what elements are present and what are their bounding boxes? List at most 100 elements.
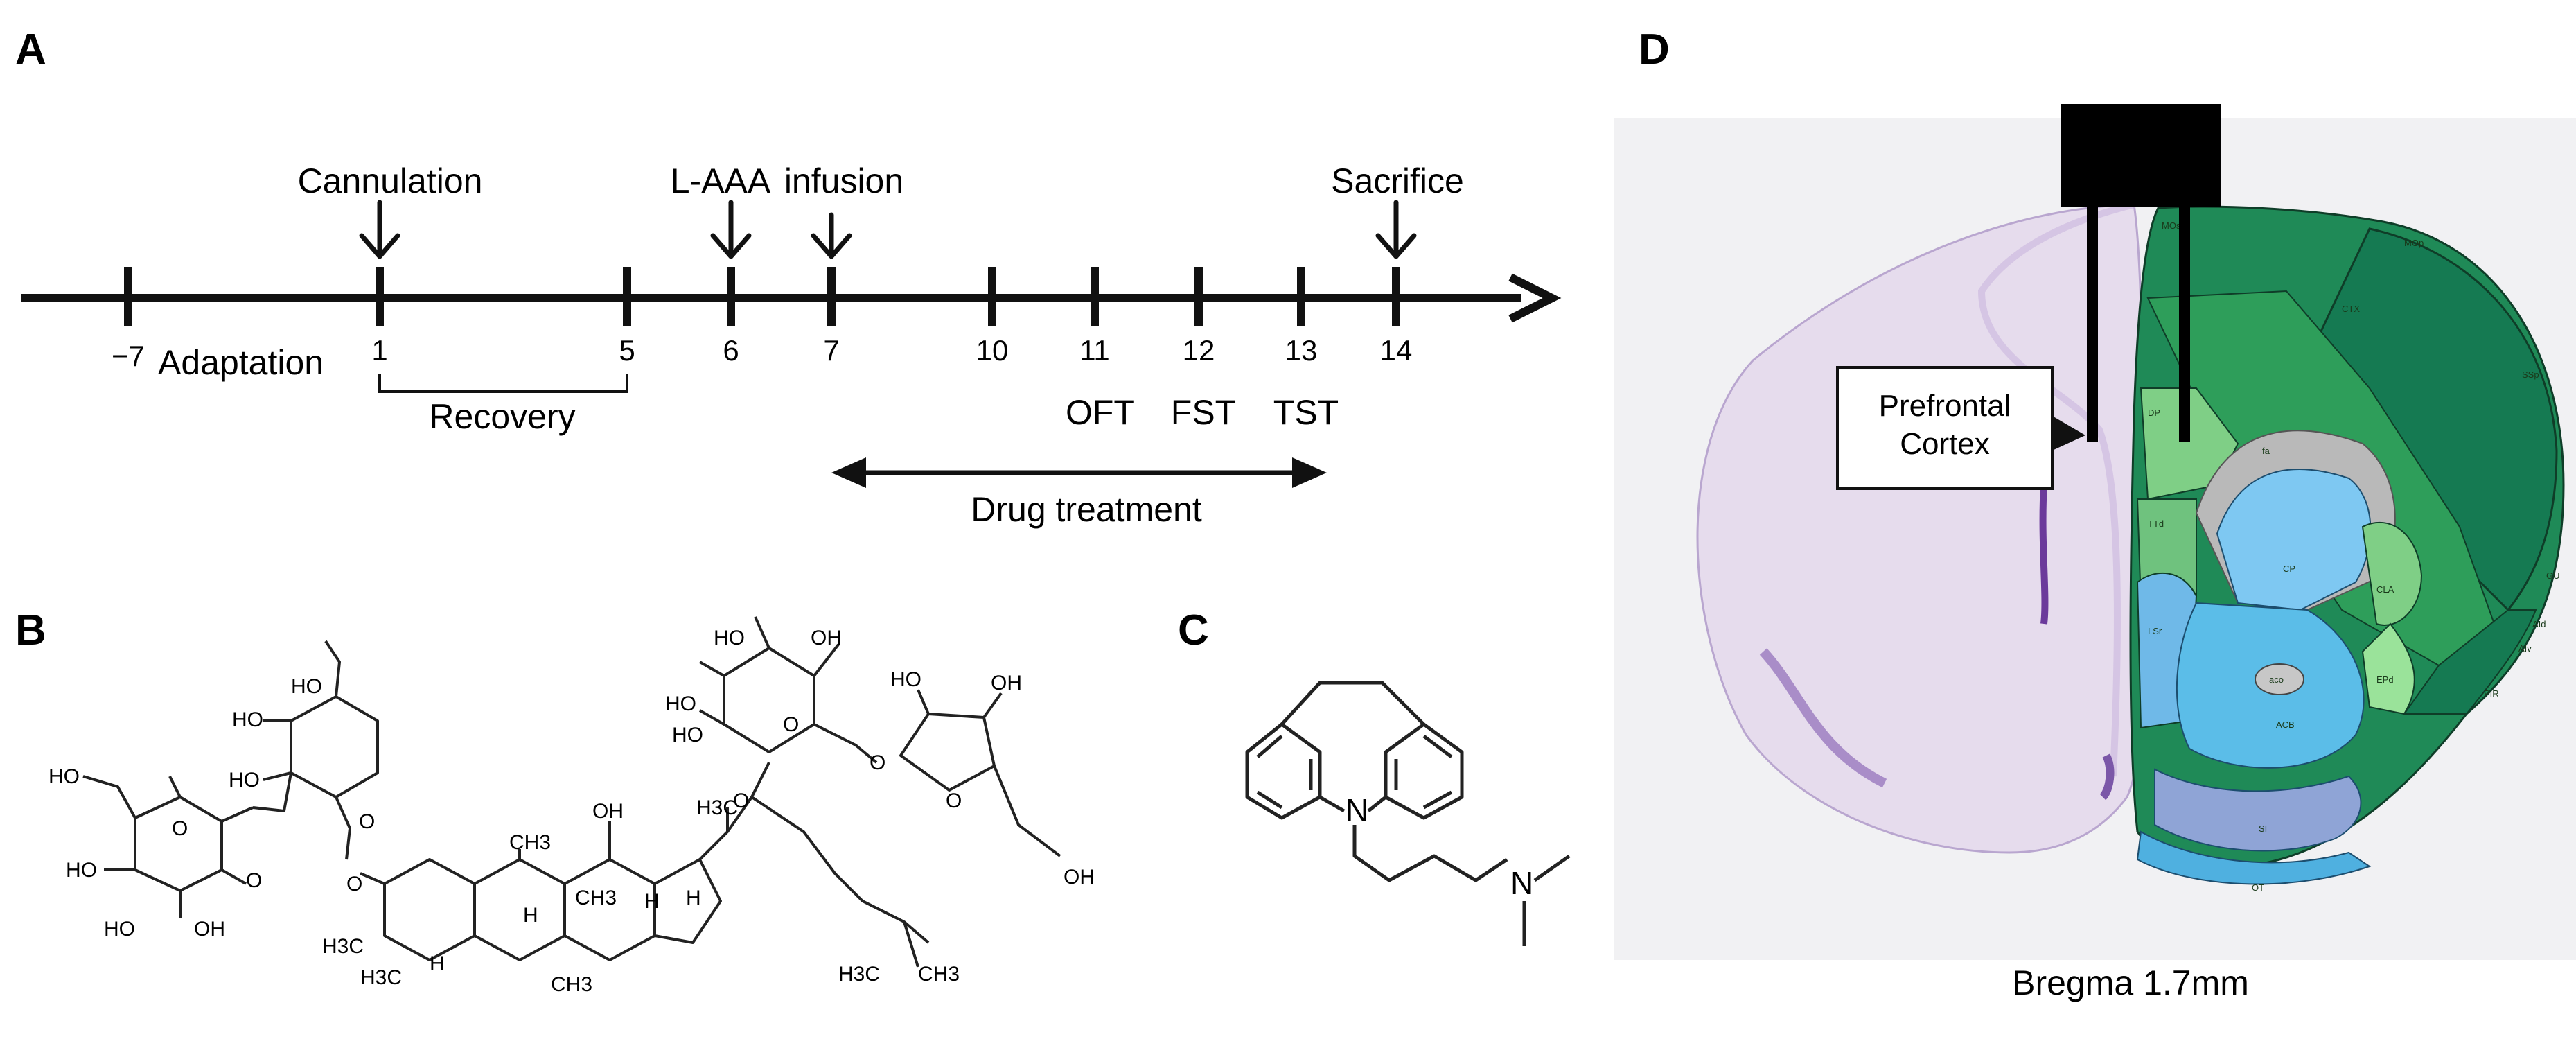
atom-label: H3C	[838, 963, 880, 986]
atom-label: H	[644, 890, 660, 913]
tick-label: 14	[1380, 334, 1413, 367]
cannulation-arrow	[359, 200, 400, 259]
atom-label: O	[946, 789, 962, 812]
atlas-label-pir: PIR	[2484, 688, 2499, 699]
atom-label: HO	[66, 859, 97, 882]
atom-label: CH3	[509, 831, 551, 854]
atlas-label-mos: MOs	[2162, 220, 2181, 231]
atlas-label-ssp: SSp	[2522, 369, 2539, 380]
event-arrows	[359, 200, 1417, 259]
atlas-label-cp: CP	[2283, 564, 2295, 574]
tick-label: 10	[976, 334, 1009, 367]
atom-label: O	[359, 810, 375, 833]
tick-label: 13	[1285, 334, 1318, 367]
laaa-arrow	[710, 200, 752, 259]
atom-label: H3C	[360, 966, 402, 989]
atom-label: HO	[48, 765, 80, 788]
laaa-label: L-AAA	[671, 161, 771, 200]
atom-label: HO	[232, 708, 263, 731]
atom-label: O	[172, 817, 188, 840]
panel-label-a: A	[15, 26, 46, 73]
atlas-label-ttd: TTd	[2148, 518, 2164, 529]
molecule-c-bonds	[1245, 681, 1571, 946]
atom-label: HO	[291, 675, 322, 698]
panel-label-c: C	[1178, 606, 1209, 654]
atlas-label-gu: GU	[2546, 570, 2560, 581]
cannulation-label: Cannulation	[298, 161, 483, 200]
test-oft-label: OFT	[1066, 393, 1135, 432]
atom-label: O	[346, 873, 362, 896]
atom-label: O	[783, 713, 799, 736]
callout-line-2: Cortex	[1900, 427, 1990, 461]
infusion-label: infusion	[784, 161, 903, 200]
cannula-guide	[2061, 104, 2221, 442]
molecule-b-bonds	[82, 616, 1061, 968]
tick-label: 11	[1079, 334, 1110, 367]
adaptation-label: Adaptation	[158, 343, 324, 382]
prefrontal-callout: Prefrontal Cortex	[1836, 366, 2085, 490]
tick-label: 1	[371, 334, 387, 367]
atlas-region-ssp	[2306, 227, 2558, 612]
atom-label: O	[733, 789, 749, 812]
recovery-label: Recovery	[429, 397, 575, 436]
atlas-label-mop: MOp	[2404, 238, 2424, 248]
callout-line-1: Prefrontal	[1879, 389, 2011, 423]
atlas-label-ctx: CTX	[2342, 304, 2360, 314]
infusion-arrow	[811, 212, 852, 259]
atom-label: O	[246, 869, 262, 892]
atom-label: HO	[229, 769, 260, 792]
atlas-label-acb: ACB	[2276, 719, 2295, 730]
atom-label: HO	[104, 918, 135, 941]
sacrifice-label: Sacrifice	[1331, 161, 1464, 200]
atlas-label-ot: OT	[2252, 882, 2264, 893]
atom-label: OH	[991, 672, 1022, 695]
molecule-b-labels: HO HO HO HO HO HO OH O O O O CH3 OH CH3 …	[48, 627, 1095, 996]
bregma-caption: Bregma 1.7mm	[2012, 963, 2249, 1002]
atlas-region-aco	[2255, 663, 2304, 695]
drug-treatment-label: Drug treatment	[971, 490, 1202, 529]
timeline-axis	[21, 273, 1562, 323]
timeline-arrowhead	[1508, 273, 1562, 323]
atom-label: OH	[1064, 866, 1095, 889]
recovery-bracket	[378, 374, 628, 393]
atom-label: H	[430, 952, 445, 975]
atlas-hemisphere	[2129, 205, 2565, 885]
atom-label: HO	[665, 692, 696, 715]
atom-label: H3C	[322, 935, 364, 958]
atom-label: H	[523, 904, 538, 927]
atlas-region-ot	[2136, 830, 2372, 885]
tick-label: −7	[112, 340, 145, 372]
atom-label: OH	[592, 800, 624, 823]
atom-label: O	[870, 751, 885, 774]
atom-label: OH	[811, 627, 842, 649]
atlas-label-cla: CLA	[2376, 584, 2394, 595]
test-fst-label: FST	[1171, 393, 1236, 432]
atlas-region-si	[2154, 768, 2362, 852]
timeline-ticks	[124, 267, 1400, 326]
test-tst-label: TST	[1273, 393, 1339, 432]
atlas-region-cp	[2216, 469, 2372, 611]
sacrifice-arrow	[1375, 200, 1417, 259]
atlas-label-aco: aco	[2269, 674, 2284, 685]
tick-label: 12	[1183, 334, 1215, 367]
atlas-label-si: SI	[2259, 823, 2267, 834]
atom-label: H3C	[696, 796, 738, 819]
drug-treatment-arrow	[831, 457, 1327, 488]
atom-label: HO	[672, 724, 703, 746]
atom-label: HO	[714, 627, 745, 649]
panel-label-d: D	[1639, 26, 1670, 73]
atom-label: H	[686, 887, 701, 909]
atlas-label-epd: EPd	[2376, 674, 2394, 685]
atom-label: CH3	[575, 887, 617, 909]
atlas-region-pir	[2403, 609, 2537, 715]
atom-label: CH3	[918, 963, 960, 986]
atlas-label-lsr: LSr	[2148, 626, 2162, 636]
atom-label: OH	[194, 918, 225, 941]
atlas-label-dp: DP	[2148, 408, 2160, 418]
panel-label-b: B	[15, 606, 46, 654]
atom-label: HO	[890, 668, 921, 691]
atlas-labels: CTX MOp SSp CP CLA ACB LSr SI OT EPd PIR…	[2148, 220, 2560, 893]
atlas-region-cla	[2361, 521, 2423, 626]
tick-label: 6	[723, 334, 739, 367]
